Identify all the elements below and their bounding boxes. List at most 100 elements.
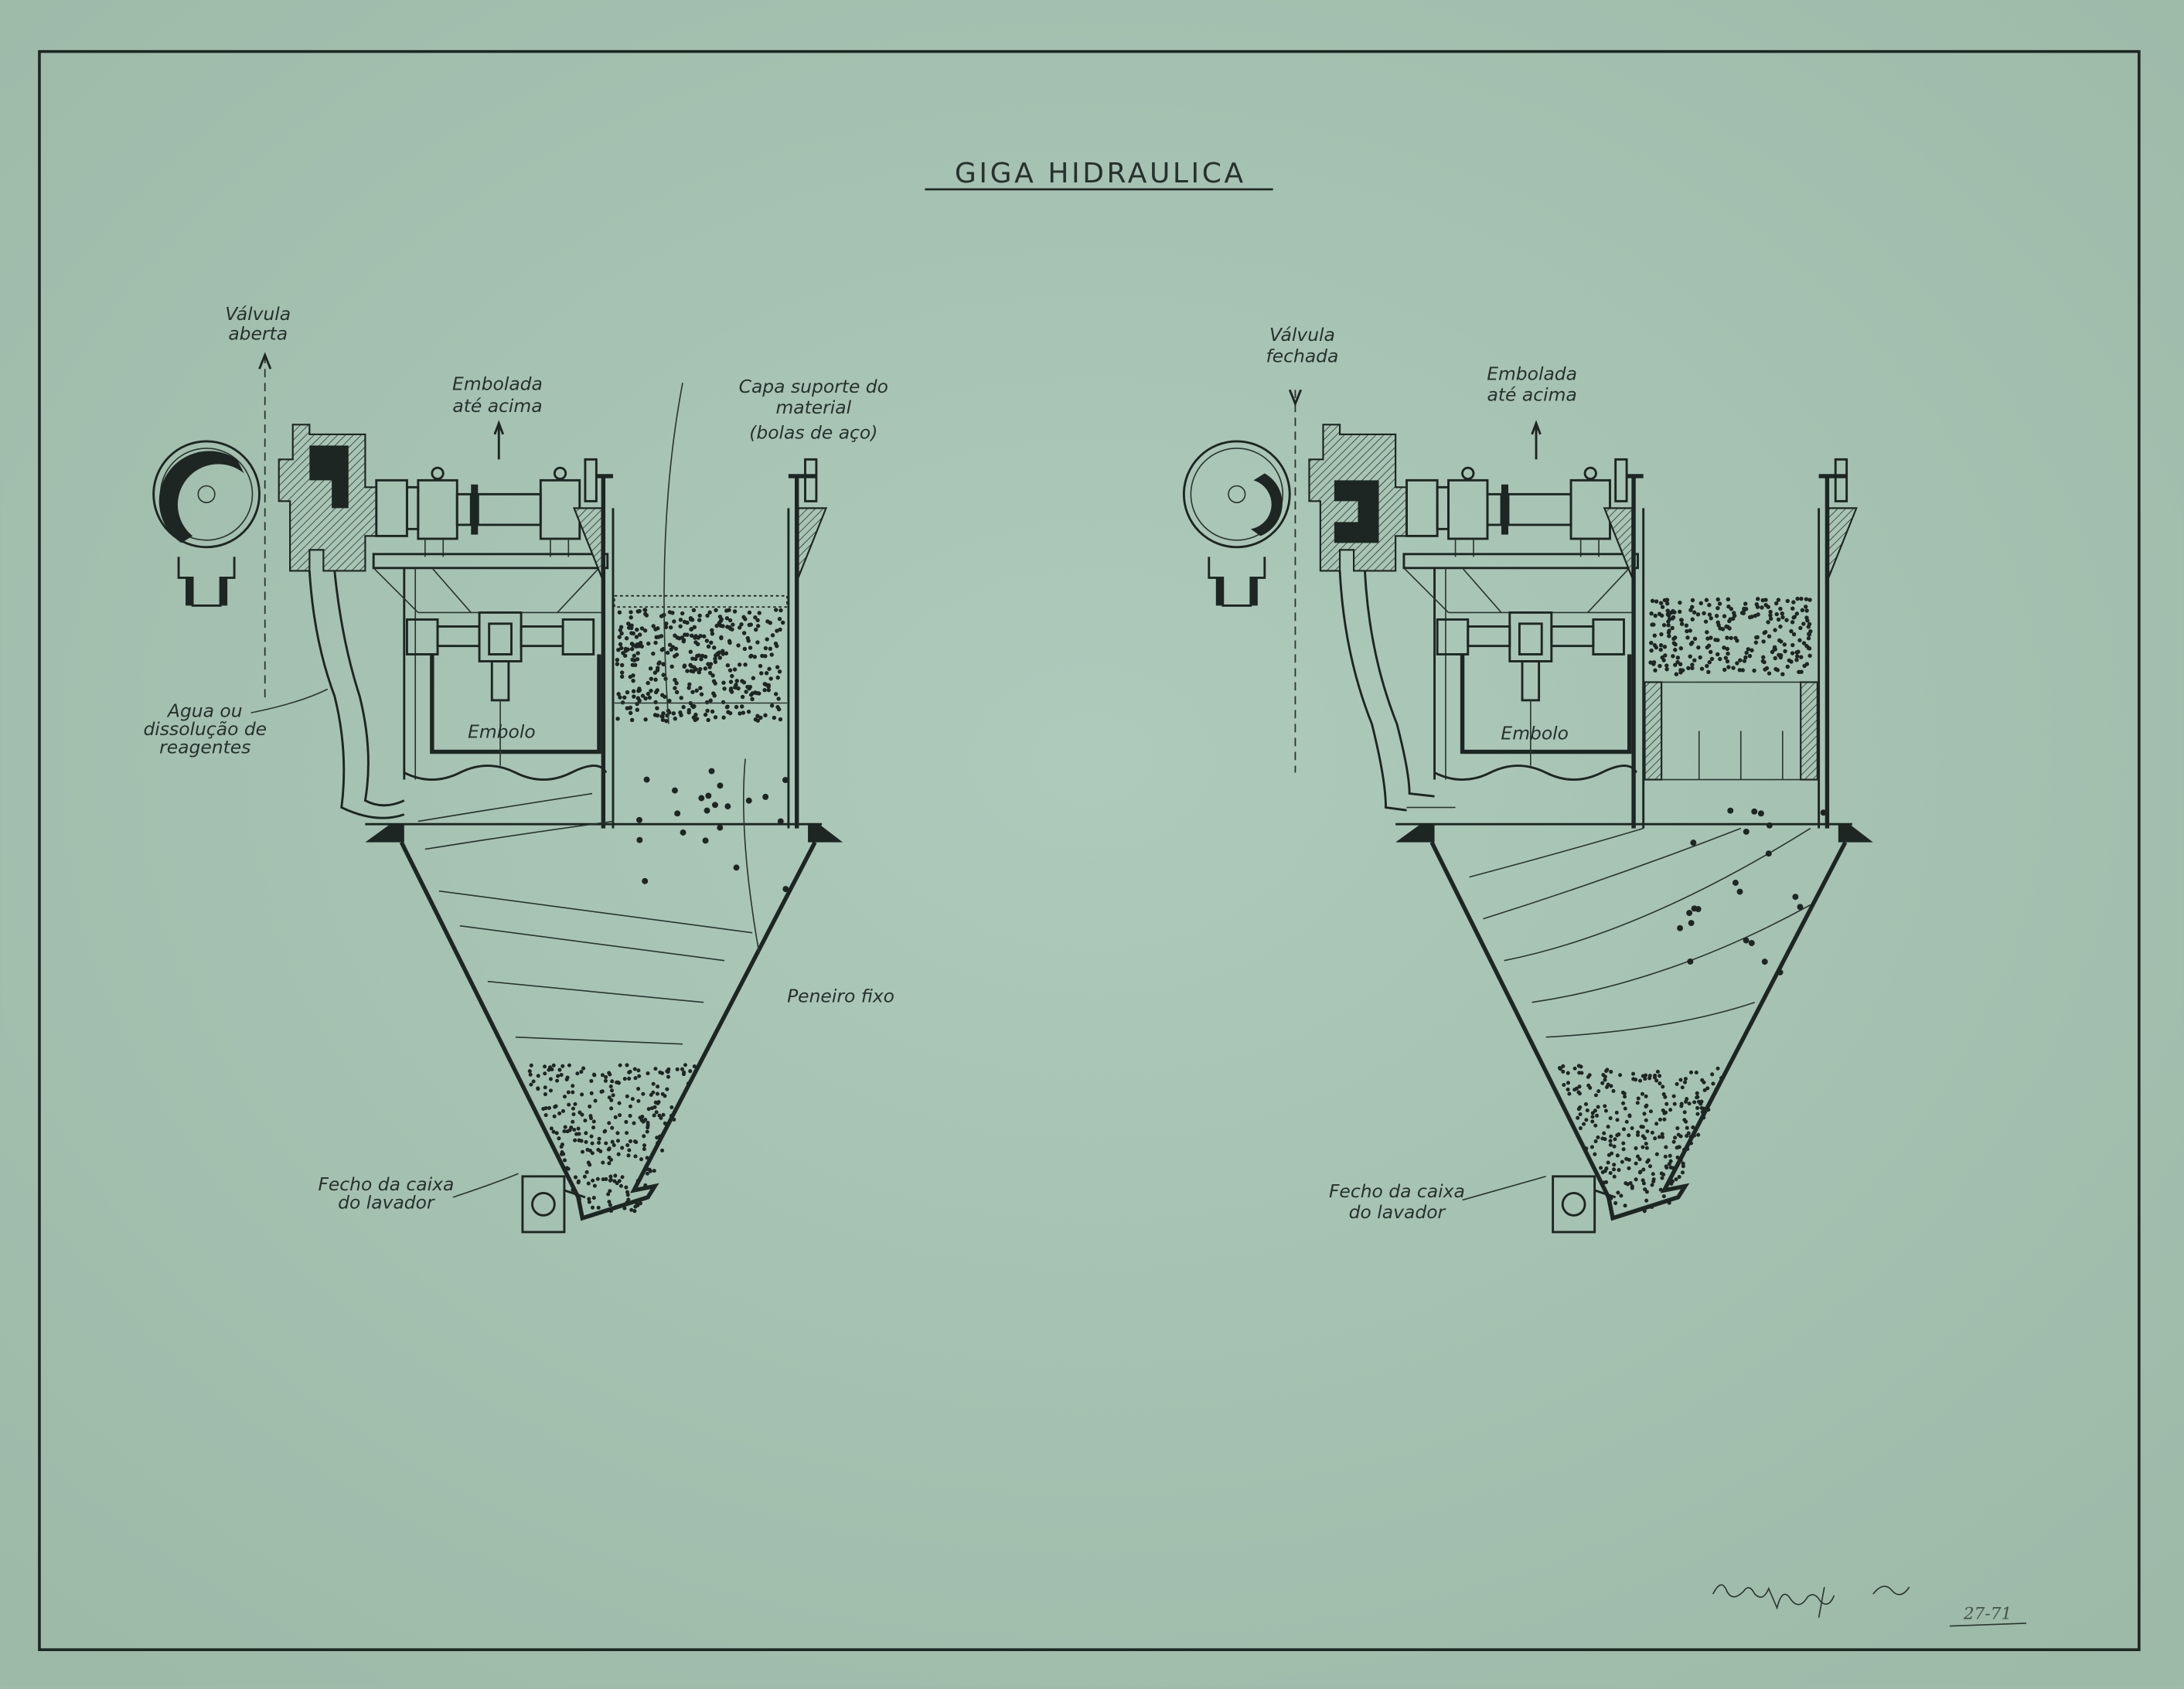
ball-dot — [1622, 1091, 1627, 1096]
ball-dot — [1661, 1085, 1665, 1089]
ball-dot — [1653, 613, 1658, 618]
ball-dot — [1722, 645, 1726, 650]
ball-dot — [1678, 618, 1684, 622]
ball-dot — [746, 709, 751, 714]
ball-dot — [1742, 659, 1747, 663]
ball-dot — [625, 1200, 629, 1205]
ball-dot — [664, 719, 669, 724]
ball-dot — [665, 650, 670, 656]
ball-dot — [1774, 611, 1779, 617]
ball-dot — [618, 628, 623, 632]
ball-dot — [622, 1206, 627, 1211]
ball-dot — [591, 1125, 596, 1130]
ball-dot — [1777, 638, 1782, 643]
ball-dot — [604, 1074, 608, 1079]
ball-dot — [635, 1202, 639, 1207]
ball-dot — [1676, 1145, 1681, 1149]
ball-dot — [624, 1185, 629, 1190]
ball-dot — [1678, 1134, 1683, 1139]
ball-dot — [1651, 660, 1657, 665]
ball-dot — [736, 643, 741, 648]
ball-dot — [1590, 1119, 1595, 1124]
ball-dot — [752, 655, 758, 659]
ball-dot — [1673, 648, 1678, 652]
ball-dot — [652, 1169, 656, 1173]
ball-dot — [1675, 1126, 1680, 1131]
ball-dot — [1777, 652, 1781, 658]
ball-dot — [706, 717, 710, 723]
ball-dot — [689, 627, 693, 632]
ball-dot — [576, 1126, 581, 1131]
ball-dot — [743, 617, 748, 621]
ball-dot — [713, 659, 718, 665]
ball-dot — [1691, 1125, 1695, 1129]
ball-dot — [1791, 632, 1797, 637]
ball-dot — [1654, 1078, 1659, 1083]
ball-dot — [642, 1143, 647, 1148]
ball-dot — [599, 1089, 604, 1094]
ball-dot — [1623, 1095, 1627, 1099]
ball-dot — [748, 693, 754, 697]
ball-dot — [1596, 1105, 1600, 1109]
ball-dot — [673, 686, 677, 690]
ball-dot — [1644, 1198, 1649, 1203]
ball-dot — [551, 1129, 556, 1134]
ball-dot — [748, 654, 753, 659]
ball-dot — [1726, 665, 1731, 669]
ball-dot — [626, 1153, 631, 1158]
ball-dot — [1722, 667, 1727, 673]
ball-dot — [1618, 1073, 1623, 1078]
ball-dot — [1658, 601, 1664, 605]
ball-dot — [564, 1166, 569, 1170]
ball-dot — [1613, 1137, 1617, 1142]
ball-dot — [635, 1179, 640, 1183]
ball-dot — [1677, 609, 1682, 615]
ball-dot — [1777, 969, 1784, 976]
ball-dot — [615, 717, 620, 721]
ball-dot — [576, 1179, 581, 1183]
ball-dot — [1645, 1129, 1650, 1134]
ball-dot — [552, 1114, 557, 1119]
ball-dot — [1699, 666, 1705, 671]
ball-dot — [751, 676, 756, 680]
ball-dot — [626, 621, 631, 626]
ball-dot — [1773, 656, 1777, 661]
ball-dot — [763, 645, 768, 651]
ball-dot — [1657, 611, 1662, 616]
ball-dot — [1695, 1112, 1700, 1116]
ball-dot — [636, 836, 643, 843]
ball-dot — [1755, 635, 1760, 640]
ball-dot — [1715, 652, 1720, 657]
ball-dot — [1661, 1194, 1666, 1199]
ball-dot — [754, 627, 758, 632]
ball-dot — [738, 711, 742, 716]
ball-dot — [741, 710, 746, 715]
ball-dot — [620, 1146, 625, 1150]
ball-dot — [1710, 1072, 1715, 1077]
ball-dot — [1577, 1071, 1582, 1075]
ball-dot — [616, 1152, 621, 1156]
ball-dot — [655, 1091, 659, 1096]
ball-dot — [1695, 612, 1701, 617]
ball-dot — [717, 656, 722, 660]
ball-dot — [1651, 1177, 1656, 1182]
ball-dot — [651, 651, 656, 656]
ball-dot — [727, 710, 733, 716]
ball-dot — [618, 642, 623, 647]
ball-dot — [577, 1132, 581, 1136]
ball-dot — [1634, 1146, 1638, 1150]
ball-dot — [548, 1088, 553, 1093]
ball-dot — [1576, 1090, 1581, 1095]
ball-dot — [725, 662, 731, 668]
ball-dot — [630, 1097, 635, 1102]
ball-dot — [1644, 1094, 1648, 1098]
ball-dot — [1664, 1145, 1668, 1149]
ball-dot — [703, 666, 708, 671]
ball-dot — [636, 1087, 641, 1091]
ball-dot — [610, 1079, 615, 1084]
ball-dot — [1681, 1161, 1685, 1166]
ball-dot — [1677, 1175, 1681, 1180]
ball-dot — [628, 1104, 632, 1108]
ball-dot — [1804, 662, 1810, 666]
ball-dot — [618, 695, 622, 700]
